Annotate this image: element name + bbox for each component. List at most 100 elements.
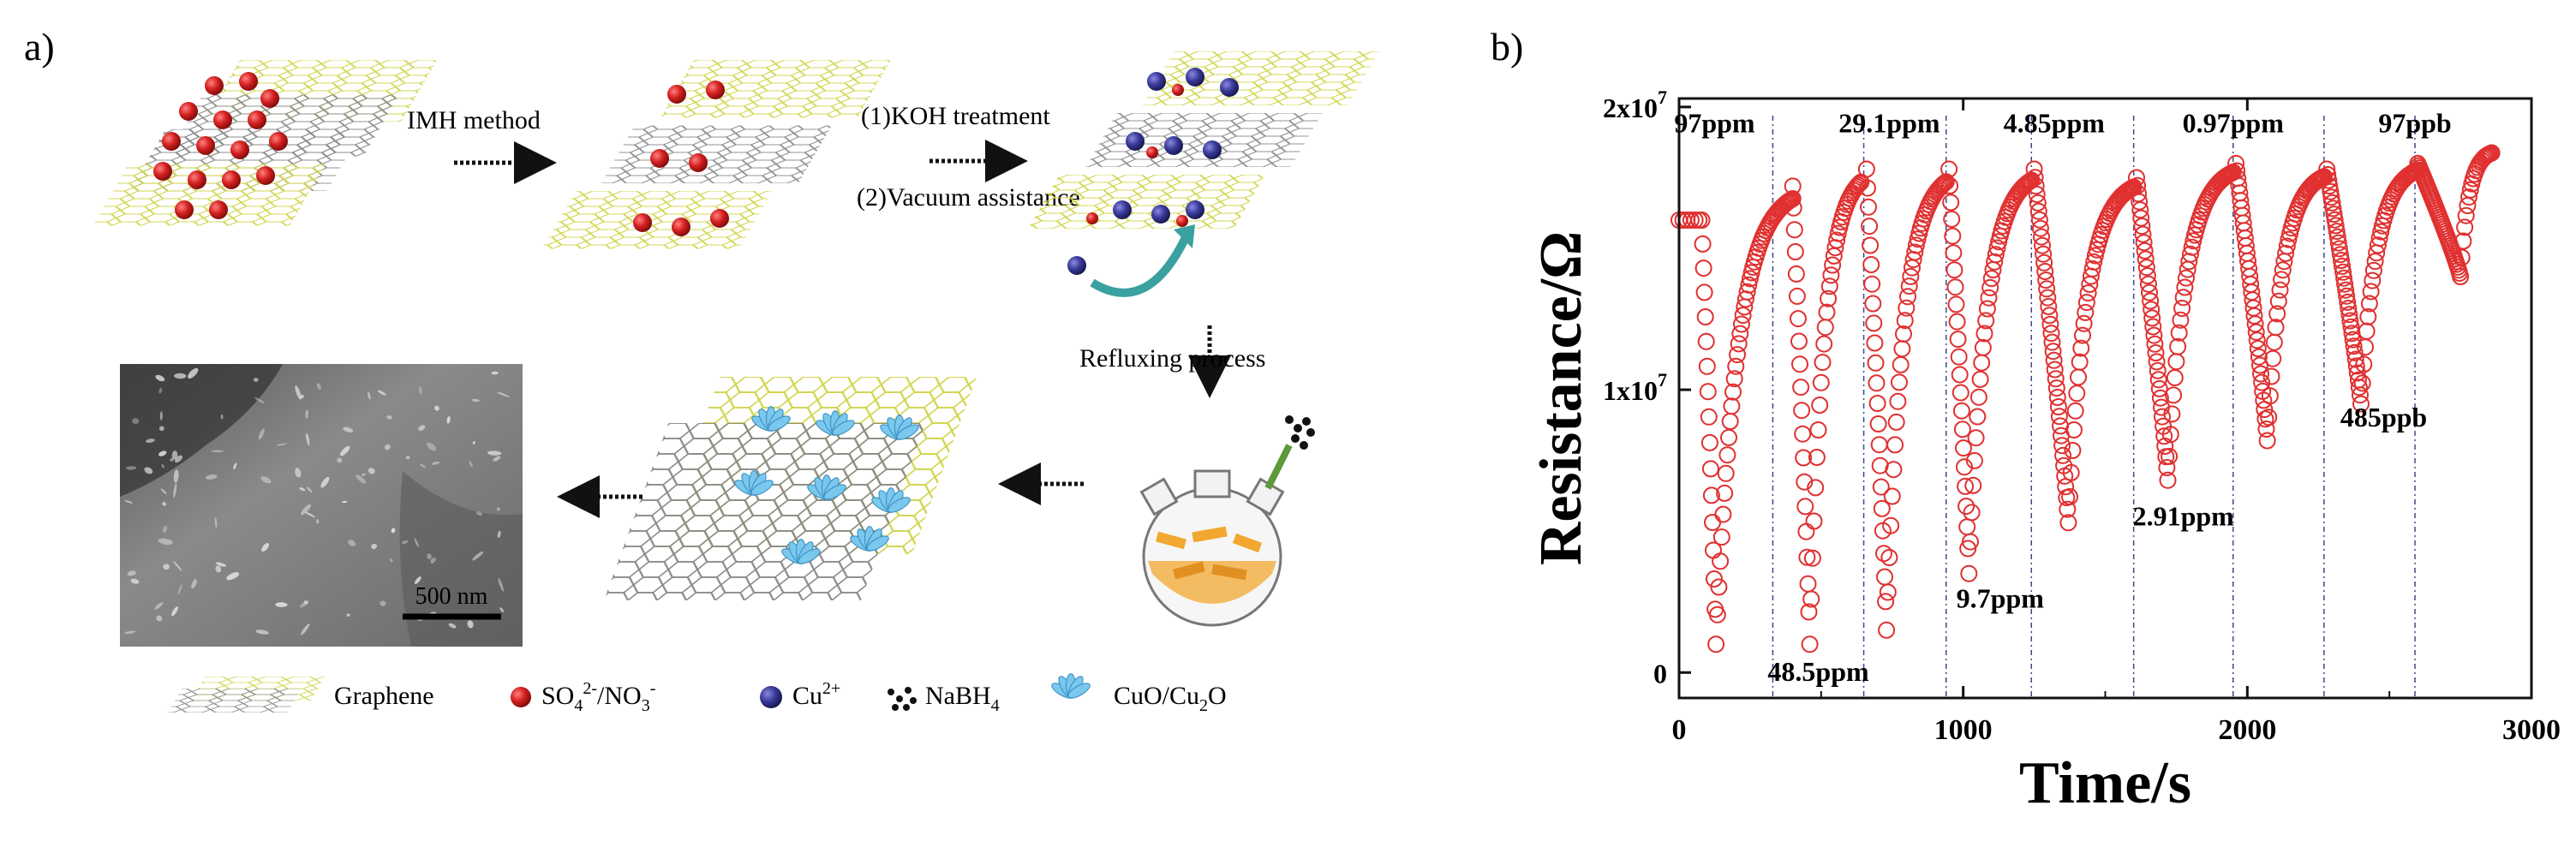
data-point (2334, 257, 2351, 275)
data-point (2246, 315, 2264, 333)
data-point (2337, 281, 2355, 299)
data-point (1815, 335, 1833, 353)
data-point (2155, 427, 2173, 445)
data-point (2163, 405, 2181, 423)
data-point (1953, 420, 1971, 438)
sem-speck (173, 560, 182, 571)
data-point (2261, 387, 2279, 405)
data-point (1900, 277, 1918, 295)
data-point (2248, 331, 2266, 349)
data-point (2245, 307, 2263, 325)
data-point (1870, 436, 1888, 454)
data-point (2253, 373, 2271, 391)
x-tick-label: 3000 (2502, 714, 2561, 746)
data-point (2150, 379, 2168, 397)
data-point (1964, 476, 1982, 494)
data-point (2269, 292, 2287, 310)
data-point (2137, 250, 2155, 268)
data-point (2348, 364, 2366, 382)
sem-speck (418, 385, 422, 395)
data-point (1790, 332, 1808, 350)
sem-speck (173, 483, 177, 498)
data-point (2029, 194, 2047, 212)
data-point (1828, 231, 1846, 249)
data-point (1784, 190, 1802, 207)
data-point (1857, 160, 1875, 178)
data-point (1895, 325, 1912, 343)
anion-ball (667, 85, 686, 104)
legend-cu-label: Cu2+ (792, 679, 840, 710)
sem-speck (467, 620, 474, 629)
sem-speck (258, 428, 265, 440)
data-point (2325, 206, 2343, 224)
data-point (1822, 266, 1840, 284)
data-point (1945, 261, 1963, 279)
data-point (1948, 313, 1966, 331)
data-point (2347, 357, 2365, 375)
anion-ball (1086, 212, 1098, 224)
sem-speck (406, 456, 410, 460)
insertion-arrow (1090, 233, 1191, 297)
data-point (2331, 246, 2349, 264)
data-point (2260, 409, 2278, 426)
data-point (2028, 186, 2046, 203)
data-point (2025, 160, 2043, 178)
data-point (2151, 389, 2169, 407)
sem-speck (430, 557, 436, 564)
data-point (2330, 240, 2348, 258)
sem-speck (233, 462, 237, 470)
data-point (2335, 269, 2353, 287)
data-point (2085, 253, 2103, 271)
data-point (1698, 357, 1716, 375)
concentration-label: 0.97ppm (2183, 108, 2285, 139)
data-point (1790, 310, 1807, 328)
sem-speck (158, 538, 173, 546)
data-point (1942, 194, 1960, 212)
data-point (2453, 248, 2471, 266)
anion-ball (1146, 146, 1158, 158)
graphene-stack-intercalated (541, 60, 891, 249)
data-point (1792, 379, 1810, 397)
data-point (1818, 303, 1836, 321)
data-point (1694, 235, 1712, 253)
data-point (2036, 263, 2054, 280)
data-point (1861, 218, 1879, 236)
data-point (1802, 590, 1820, 608)
data-point (1872, 478, 1890, 496)
cu-ion-ball (1151, 205, 1170, 224)
sem-speck (162, 502, 167, 506)
legend-cuo-icon (1051, 673, 1091, 699)
data-point (2262, 367, 2280, 385)
data-point (2340, 300, 2358, 317)
data-point (1944, 227, 1962, 245)
data-point (1805, 512, 1823, 530)
legend-nabh-label: NaBH4 (925, 682, 1000, 715)
data-point (2257, 420, 2275, 438)
sem-speck (158, 450, 167, 456)
data-point (1723, 397, 1741, 415)
step-koh-label: (1)KOH treatment (861, 102, 1050, 130)
data-point (1949, 331, 1967, 349)
data-point (2364, 261, 2382, 279)
sem-speck (472, 441, 476, 444)
data-point (1943, 210, 1961, 228)
data-point (1733, 315, 1750, 333)
data-point (2074, 326, 2091, 344)
data-point (2460, 188, 2477, 206)
sem-speck (295, 468, 302, 478)
data-point (1850, 175, 1868, 193)
cu-ion-entering (1067, 256, 1086, 275)
data-point (2362, 283, 2380, 301)
sem-speck (469, 461, 473, 468)
data-point (1940, 160, 1958, 178)
anion-ball (672, 218, 690, 236)
data-point (1848, 178, 1866, 195)
legend-graphene-label: Graphene (334, 682, 434, 710)
data-point (2249, 340, 2267, 357)
sem-speck (380, 600, 386, 606)
data-point (2072, 339, 2090, 357)
data-point (2154, 408, 2171, 426)
data-point (2324, 200, 2342, 218)
nabh-dot (892, 704, 899, 711)
